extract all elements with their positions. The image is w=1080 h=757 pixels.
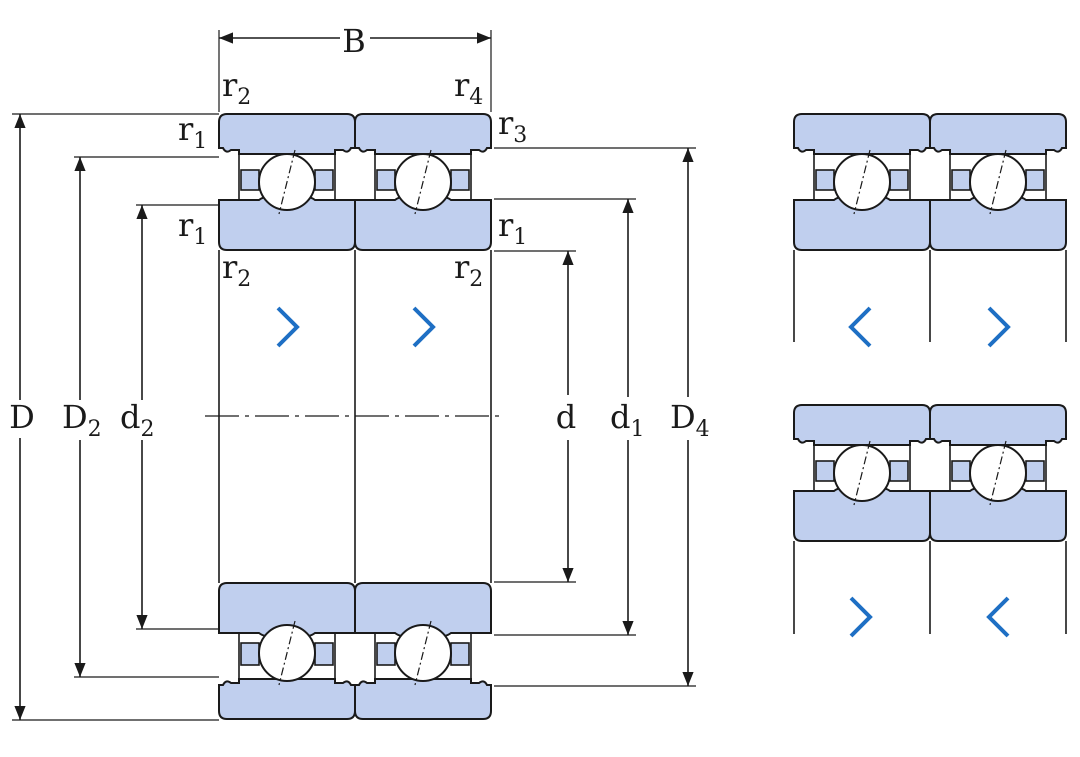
bearing-1-top-section	[218, 113, 356, 251]
label-d2: d2	[120, 398, 154, 442]
arrow-right-icon	[412, 306, 436, 348]
bearing-2-top-section	[354, 113, 492, 251]
label-r1-inner-left: r1	[178, 206, 207, 250]
ftf-bearing-1-section	[793, 404, 931, 542]
label-d1: d1	[610, 398, 644, 442]
arrow-right-icon	[849, 596, 873, 638]
arrangement-face-to-face	[793, 404, 1067, 638]
bearing-1-bottom-section	[218, 582, 356, 720]
label-D4: D4	[670, 398, 710, 442]
label-r1-inner-right: r1	[498, 206, 527, 250]
arrow-left-icon	[986, 596, 1010, 638]
label-d: d	[556, 398, 576, 436]
label-r4: r4	[454, 66, 483, 110]
main-bearing-pair	[205, 113, 505, 720]
ftf-bearing-2-section	[929, 404, 1067, 542]
arrow-right-icon	[276, 306, 300, 348]
arrow-left-icon	[848, 306, 872, 348]
dimension-labels: B D D2 d2 d d1 D4 r2 r4 r1 r3 r1 r1 r2 r…	[9, 22, 709, 442]
label-r3: r3	[498, 104, 527, 148]
label-B: B	[342, 22, 366, 60]
arrow-right-icon	[987, 306, 1011, 348]
label-r2-bottom-right: r2	[454, 248, 483, 292]
btb-bearing-1-section	[793, 113, 931, 251]
label-r2-bottom-left: r2	[222, 248, 251, 292]
label-r1-outer: r1	[178, 110, 207, 154]
btb-bearing-2-section	[929, 113, 1067, 251]
bearing-2-bottom-section	[354, 582, 492, 720]
label-D2: D2	[62, 398, 102, 442]
arrangement-back-to-back	[793, 113, 1067, 348]
dimension-lines	[12, 30, 696, 721]
label-D: D	[9, 398, 35, 436]
label-r2-top-left: r2	[222, 66, 251, 110]
